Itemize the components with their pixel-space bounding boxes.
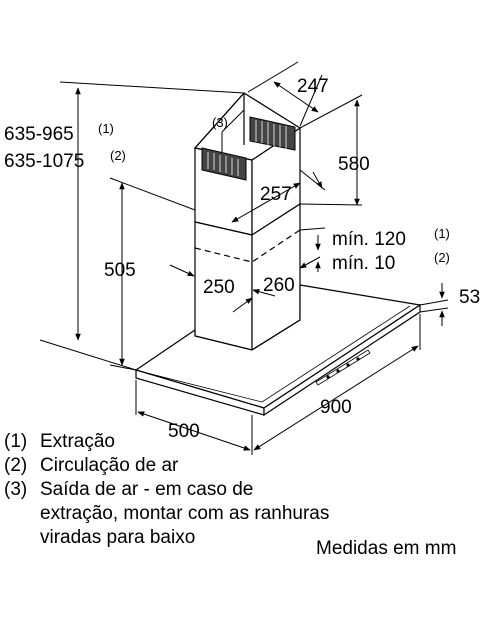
dim-total-height-extraction-label: 635-965: [4, 124, 74, 145]
dim-min-gap-extraction-mark: (1): [434, 226, 450, 241]
control-button-4: [356, 357, 360, 361]
legend: (1) Extração (2) Circulação de ar (3) Sa…: [4, 430, 329, 550]
dim-min-gap-extraction-label: mín. 120: [332, 229, 406, 250]
legend-item: (1) Extração: [4, 430, 329, 454]
dim-900-label: 900: [320, 397, 352, 418]
dim-260-arrow-bottom: [232, 297, 253, 313]
control-button-1: [326, 375, 330, 379]
dim-total-height-recirculation-mark: (2): [110, 148, 126, 163]
dim-53-label: 53: [459, 287, 480, 308]
dimension-lines: [39, 61, 449, 455]
legend-text: Extração: [40, 431, 115, 452]
legend-text: Saída de ar - em caso de: [40, 479, 254, 500]
legend-number: (2): [4, 455, 28, 476]
legend-item: (2) Circulação de ar: [4, 454, 329, 478]
air-outlet-right: [249, 116, 296, 151]
legend-text: Circulação de ar: [40, 455, 179, 476]
dim-247-line: [273, 81, 319, 113]
dim-500-label: 500: [168, 421, 200, 442]
legend-number: (3): [4, 479, 28, 500]
dim-min-gap-recirculation-mark: (2): [434, 250, 450, 265]
dim-257-line: [231, 182, 301, 223]
dim-247-label: 247: [297, 76, 329, 97]
dim-min-gap-recirculation-label: mín. 10: [332, 253, 395, 274]
dim-257-label: 257: [260, 184, 292, 205]
air-outlet-left: [201, 147, 247, 181]
dim-250-arrow-left: [169, 264, 195, 277]
legend-text-continuation: viradas para baixo: [40, 527, 196, 548]
outlet-callout-label: (3): [212, 115, 228, 130]
control-button-2: [336, 369, 340, 373]
dim-total-height-extraction-mark: (1): [98, 121, 114, 136]
control-button-3: [346, 363, 350, 367]
legend-item: (3) Saída de ar - em caso de: [4, 478, 329, 502]
units-note: Medidas em mm: [316, 538, 457, 559]
dim-900-line: [253, 345, 419, 451]
dim-250-label: 250: [203, 277, 235, 298]
dim-250-arrow-right: [252, 288, 276, 297]
dim-505-label: 505: [104, 260, 136, 281]
dim-257-marker: [312, 171, 323, 189]
dim-580-label: 580: [338, 154, 370, 175]
legend-text-continuation: extração, montar com as ranhuras: [40, 503, 330, 524]
dim-500-line: [137, 411, 251, 451]
dim-total-height-recirculation-label: 635-1075: [4, 151, 84, 172]
dim-260-arrow-top: [299, 256, 321, 269]
legend-number: (1): [4, 431, 28, 452]
dim-260-label: 260: [263, 275, 295, 296]
